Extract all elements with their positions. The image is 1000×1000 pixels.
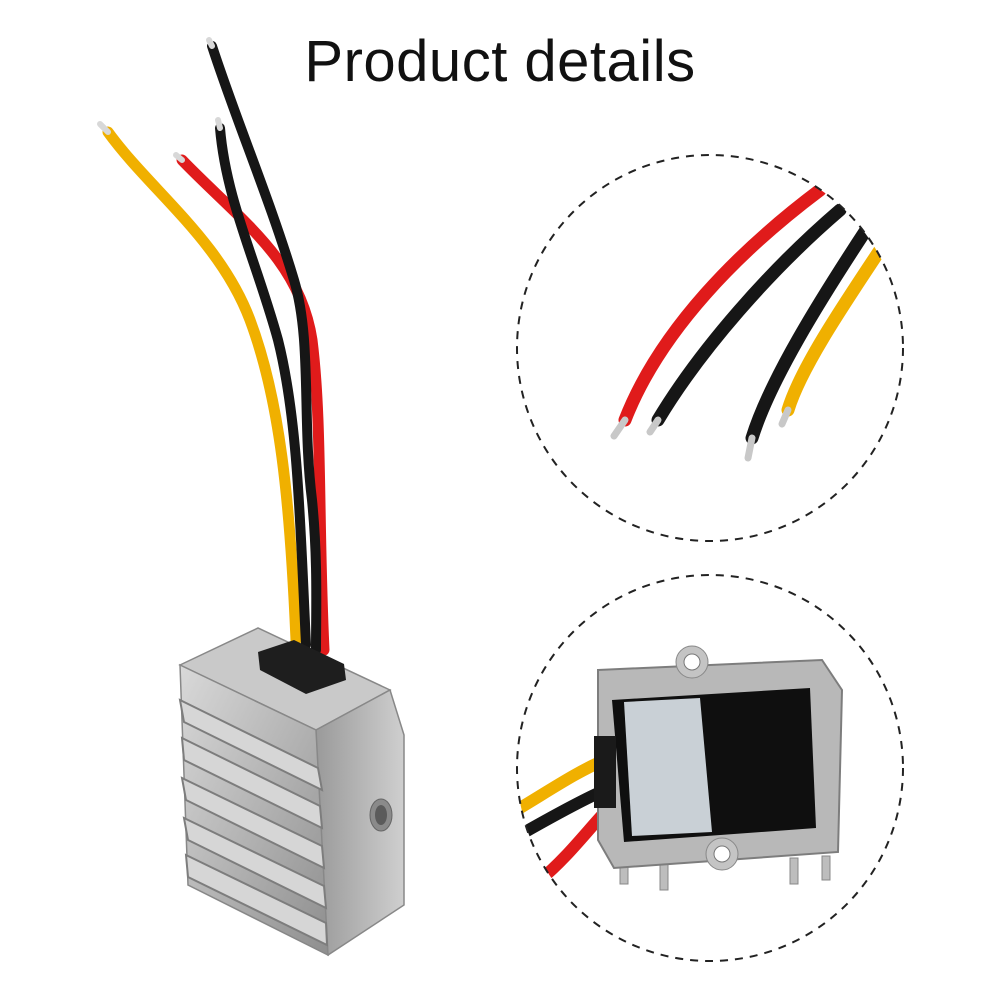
converter-housing	[178, 627, 405, 957]
black-wire-long	[207, 41, 322, 655]
wire-ends-callout	[516, 154, 904, 542]
module-callout-border	[516, 574, 904, 962]
black-wire-short	[215, 123, 311, 650]
page-title: Product details	[304, 29, 696, 94]
main-wires	[97, 37, 330, 656]
yellow-wire	[102, 126, 302, 646]
module-callout	[516, 574, 904, 962]
callout-black-wire-1	[651, 203, 847, 427]
wire-ends-callout-border	[516, 154, 904, 542]
callout-black-wire-2	[745, 223, 873, 445]
callout-red-wire	[618, 183, 827, 427]
callout-yellow-wire	[781, 243, 887, 417]
module-label	[624, 698, 712, 836]
